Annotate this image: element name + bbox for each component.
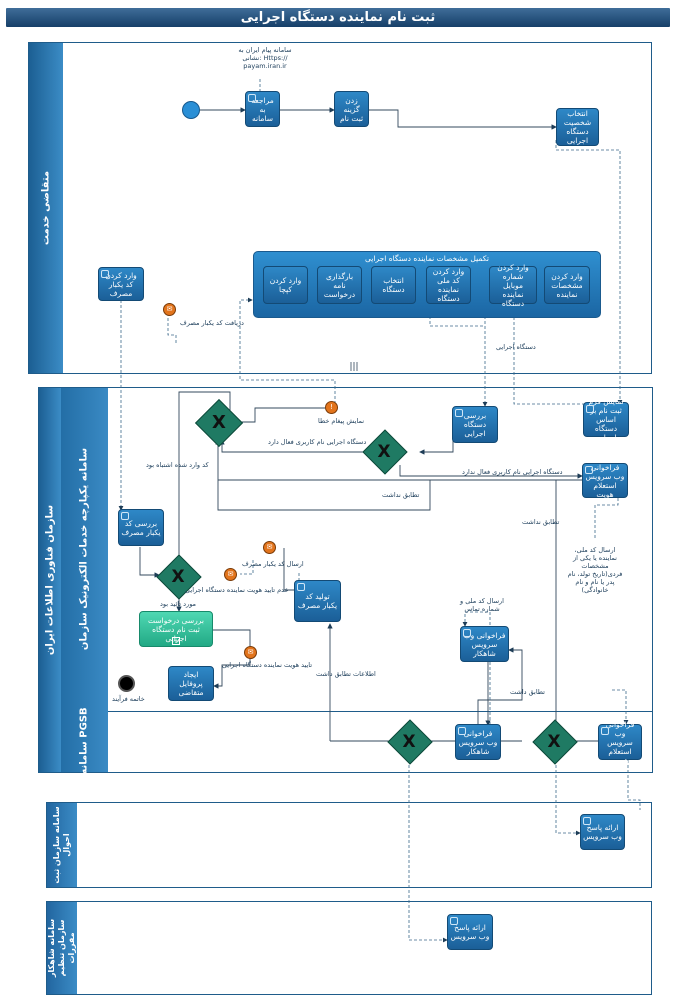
- service-task-icon: [121, 512, 129, 520]
- task-check-device[interactable]: بررسی دستگاه اجرایی: [452, 406, 498, 443]
- label-send-code: ارسال کد یکبار مصرف: [242, 560, 304, 568]
- task-enter-code[interactable]: وارد کردن کد یکبار مصرف: [98, 267, 144, 301]
- task-enter-rep-info[interactable]: وارد کردن مشخصات نماینده: [544, 266, 590, 304]
- task-enter-captcha[interactable]: وارد کردن کپچا: [263, 266, 308, 304]
- service-task-icon: [455, 409, 463, 417]
- label-matched: تطابق داشت: [510, 688, 545, 696]
- service-task-icon: [583, 817, 591, 825]
- task-enter-mobile[interactable]: وارد کردن شماره موبایل نماینده دستگاه: [489, 263, 537, 308]
- task-call-identity[interactable]: فراخوانی وب سرویس استعلام هویت: [582, 463, 628, 499]
- service-task-icon: [601, 727, 609, 735]
- message-not-approved-icon: ✉: [224, 568, 237, 581]
- service-task-icon: [463, 629, 471, 637]
- task-call-shahkar-gsb[interactable]: فراخوانی وب سرویس شاهکار: [455, 724, 501, 760]
- task-click-register[interactable]: زدن گزینه ثبت نام: [334, 91, 369, 127]
- start-event: [182, 101, 200, 119]
- task-upload-letter[interactable]: بارگذاری نامه درخواست: [317, 266, 362, 304]
- service-task-icon: [586, 405, 594, 413]
- pool-registry: سامانه سازمان ثبت احوال: [46, 802, 652, 888]
- message-receive-code-icon: ✉: [163, 303, 176, 316]
- service-task-icon: [297, 583, 305, 591]
- note-national-id-mobile: ارسال کد ملی و شماره تماس: [460, 597, 504, 613]
- task-select-device[interactable]: انتخاب دستگاه: [371, 266, 416, 304]
- gateway-error-check-x-icon: X: [212, 412, 226, 433]
- label-device-no-active-user: دستگاه اجرایی نام کاربری فعال ندارد: [462, 468, 563, 476]
- task-shahkar-response[interactable]: ارائه پاسخ وب سرویس: [447, 914, 493, 950]
- task-generate-code[interactable]: تولید کد یکبار مصرف: [294, 580, 341, 622]
- label-no-match: تطابق نداشت: [382, 491, 420, 499]
- message-error-icon: !: [325, 401, 338, 414]
- service-task-icon: [458, 727, 466, 735]
- service-task-icon: [585, 466, 593, 474]
- label-info-matched: اطلاعات تطابق داشت: [316, 670, 376, 678]
- task-call-shahkar-org[interactable]: فراخوانی وب سرویس شاهکار: [460, 626, 509, 662]
- user-task-icon: [101, 270, 109, 278]
- task-enter-national-code[interactable]: وارد کردن کد ملی نماینده دستگاه: [426, 266, 471, 304]
- task-visit-system[interactable]: مراجعه به سامانه: [245, 91, 280, 127]
- group-complete-info: تکمیل مشخصات نماینده دستگاه اجرایی وارد …: [253, 251, 601, 318]
- task-registry-response[interactable]: ارائه پاسخ وب سرویس: [580, 814, 625, 850]
- gateway-code-check-x-icon: X: [171, 567, 185, 587]
- task-call-identity-gsb[interactable]: فراخوانی وب سرویس استعلام هویت: [598, 720, 642, 765]
- note-sms-system: سامانه پیام ایران به نشانی: Https:// pay…: [238, 46, 292, 70]
- pool-organization: سازمان فناوری اطلاعات ایران سامانه یکپار…: [38, 387, 653, 775]
- message-send-code-icon: ✉: [263, 541, 276, 554]
- label-code-wrong: کد وارد شده اشتباه بود: [146, 461, 209, 469]
- pool-shahkar: سامانه شاهکار سازمان تنظیم مقررات: [46, 901, 652, 995]
- gateway-active-user-x-icon: X: [377, 442, 391, 462]
- task-select-entity[interactable]: انتخاب شخصیت دستگاه اجرایی: [556, 108, 599, 146]
- label-show-error: نمایش پیغام خطا: [318, 417, 365, 425]
- label-receive-code: دریافت کد یکبار مصرف: [180, 319, 244, 327]
- gateway-shahkar-x-icon: X: [402, 732, 416, 752]
- subprocess-plus-icon: +: [172, 637, 180, 645]
- service-task-icon: [450, 917, 458, 925]
- label-approved: مورد تائید بود: [160, 600, 197, 608]
- note-registry-send: ارسال کد ملی، نماینده یا یکی از مشخصات ف…: [567, 546, 623, 594]
- end-event: [118, 675, 135, 692]
- group-title: تکمیل مشخصات نماینده دستگاه اجرایی: [365, 254, 489, 263]
- label-no-match2: تطابق نداشت: [522, 518, 560, 526]
- user-task-icon: [248, 94, 256, 102]
- task-review-request[interactable]: بررسی درخواست ثبت نام دستگاه اجرایی+: [139, 611, 213, 647]
- label-approve-rep: تایید هویت نماینده دستگاه اجرایی: [222, 661, 313, 669]
- gateway-identity-x-icon: X: [547, 732, 561, 752]
- label-process-end: خاتمه فرآیند: [112, 695, 145, 703]
- task-check-code[interactable]: بررسی کد یکبار مصرف: [118, 509, 164, 546]
- diagram-title: ثبت نام نماینده دستگاه اجرایی: [6, 8, 670, 27]
- label-not-approved: عدم تایید هویت نماینده دستگاه اجرایی: [185, 586, 289, 594]
- task-show-form[interactable]: نمایش فرم ثبت نام بر اساس دستگاه اجرایی: [583, 397, 629, 442]
- label-device-exec: دستگاه اجرایی: [496, 343, 536, 351]
- task-create-profile[interactable]: ایجاد پروفایل متقاضی: [168, 666, 214, 701]
- label-device-active-user: دستگاه اجرایی نام کاربری فعال دارد: [268, 438, 367, 446]
- message-approved-icon: ✉: [244, 646, 257, 659]
